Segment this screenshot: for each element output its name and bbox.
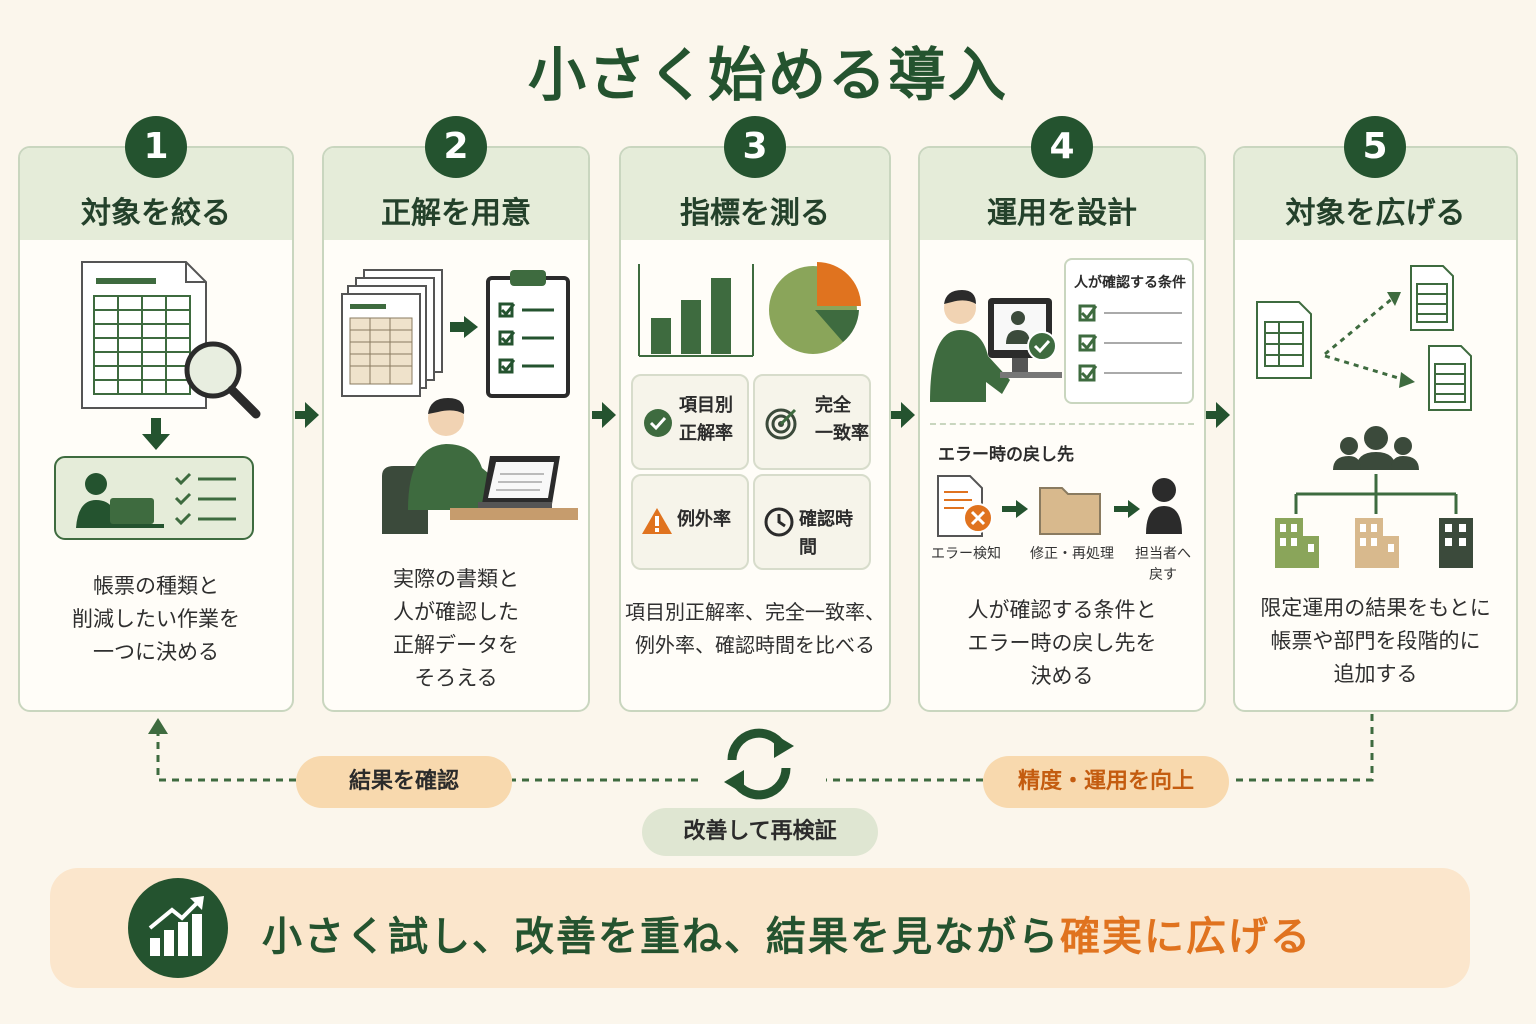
warning-icon — [642, 508, 672, 534]
summary-banner: 小さく試し、改善を重ね、結果を見ながら確実に広げる — [50, 868, 1470, 988]
feedback-loop-lines — [148, 714, 1374, 782]
step-label: 運用を設計 — [987, 196, 1137, 231]
target-icon — [765, 408, 797, 440]
flow-label-fix: 修正・再処理 — [1030, 546, 1114, 562]
step-number: 5 — [1344, 116, 1406, 178]
step-card-4: 4 運用を設計 人が確認する条件 エラー時の戻し先 エラ — [918, 116, 1206, 712]
step-label: 指標を測る — [680, 196, 830, 231]
step-number: 4 — [1031, 116, 1093, 178]
flow-arrow-icon — [891, 402, 915, 428]
summary-highlight: 確実に広げる — [1060, 914, 1312, 960]
step-description: 実際の書類と 人が確認した 正解データを そろえる — [393, 567, 519, 690]
condition-panel: 人が確認する条件 — [1064, 258, 1194, 404]
step-number: 1 — [125, 116, 187, 178]
growth-chart-icon — [128, 878, 228, 978]
divider — [930, 423, 1194, 425]
down-arrow-icon — [142, 418, 170, 450]
flow-label-return: 担当者へ 戻す — [1135, 546, 1191, 583]
bar-chart-icon — [638, 264, 754, 357]
step-label: 対象を絞る — [81, 196, 231, 231]
step-number: 3 — [724, 116, 786, 178]
clock-icon — [764, 507, 794, 537]
step-number: 2 — [425, 116, 487, 178]
improve-accuracy-pill: 精度・運用を向上 — [983, 756, 1229, 808]
step-card-5: 5 対象を広げる 限定運用の結果をもとに 帳票や部門を段階的に 追加する — [1233, 116, 1518, 712]
flow-label-detect: エラー検知 — [931, 546, 1001, 562]
spreadsheet-search-icon — [81, 261, 261, 419]
improve-reverify-pill: 改善して再検証 — [642, 808, 878, 856]
step-description: 項目別正解率、完全一致率、 例外率、確認時間を比べる — [625, 600, 885, 657]
flow-arrow-icon — [295, 402, 319, 428]
step-description: 帳票の種類と 削減したい作業を 一つに決める — [72, 574, 240, 664]
condition-title: 人が確認する条件 — [1074, 275, 1186, 291]
check-circle-icon — [644, 409, 672, 437]
metric-item-review-time: 確認時間 — [753, 474, 871, 570]
check-results-pill: 結果を確認 — [296, 756, 512, 808]
step-card-3: 3 指標を測る 項目別 正解率 完全 一致率 例外率 確認 — [619, 116, 891, 712]
step-label: 対象を広げる — [1285, 196, 1466, 231]
metric-item-exact-match: 完全 一致率 — [753, 374, 871, 470]
refresh-cycle-icon — [724, 728, 794, 800]
person-laptop-icon — [382, 398, 578, 534]
flow-arrow-icon — [1206, 402, 1230, 428]
organization-icon — [1275, 426, 1473, 568]
metric-item-accuracy: 項目別 正解率 — [631, 374, 749, 470]
worker-checklist-icon — [54, 456, 254, 540]
page-title: 小さく始める導入 — [527, 41, 1008, 109]
error-flow-icons — [937, 475, 1182, 537]
error-title: エラー時の戻し先 — [938, 445, 1074, 465]
checklist-icon — [1078, 304, 1182, 382]
document-expand-icon — [1256, 265, 1472, 411]
pie-chart-icon — [769, 262, 861, 354]
step-card-2: 2 正解を用意 実際の書類と 人が確認した 正解データを そろえる — [322, 116, 590, 712]
step-description: 人が確認する条件と エラー時の戻し先を 決める — [967, 598, 1157, 688]
step-card-1: 1 対象を絞る 帳票の種類と 削減したい作業を 一つに決める — [18, 116, 294, 712]
summary-text: 小さく試し、改善を重ね、結果を見ながら確実に広げる — [262, 914, 1312, 960]
flow-arrow-icon — [592, 402, 616, 428]
metric-item-exception-rate: 例外率 — [631, 474, 749, 570]
step-description: 限定運用の結果をもとに 帳票や部門を段階的に 追加する — [1260, 596, 1491, 686]
documents-to-checklist-icon — [341, 269, 570, 398]
reviewer-monitor-icon — [930, 290, 1062, 402]
step-label: 正解を用意 — [381, 196, 531, 231]
